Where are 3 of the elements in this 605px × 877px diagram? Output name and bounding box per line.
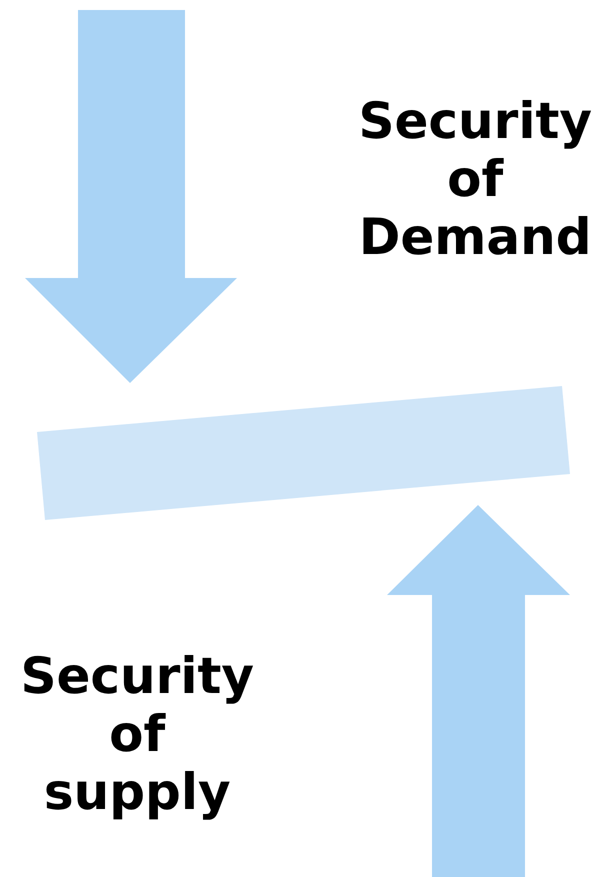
heading-label: Security of Demand — [358, 92, 592, 266]
lever-bar — [37, 386, 570, 520]
heading-label: Security of supply — [20, 647, 254, 821]
